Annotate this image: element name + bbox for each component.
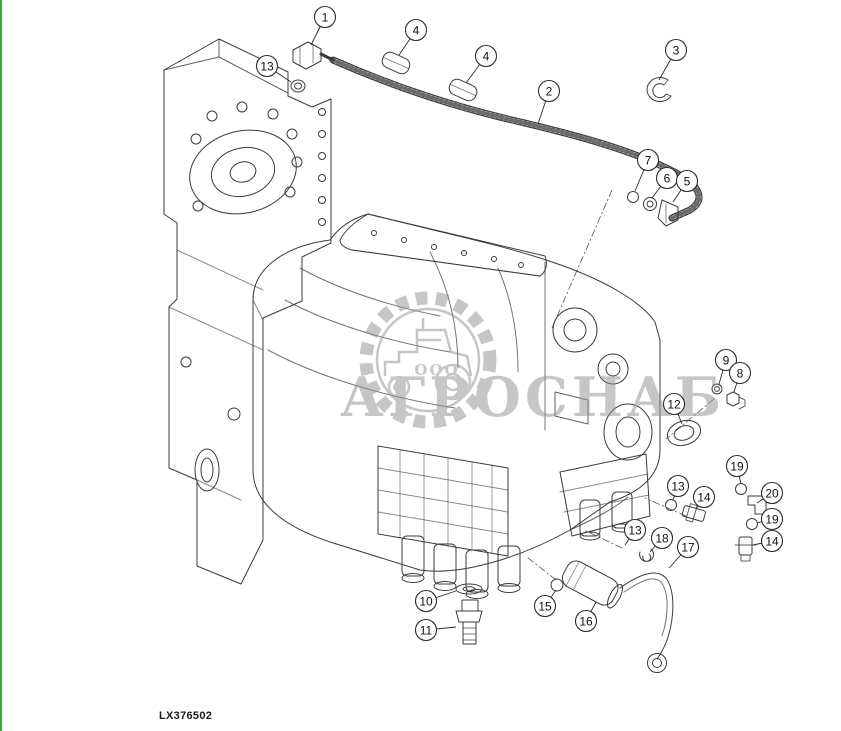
callout-circle	[692, 485, 716, 509]
callout-17[interactable]: 17	[668, 535, 700, 569]
callout-label: 8	[737, 366, 744, 380]
callout-label: 16	[579, 614, 593, 628]
callout-circle	[728, 361, 752, 385]
control-valve-assembly	[377, 445, 651, 599]
callout-label: 11	[420, 623, 433, 637]
callout-circle	[623, 518, 647, 542]
callout-circle	[537, 79, 561, 103]
o-ring	[290, 79, 306, 93]
callout-circle	[725, 454, 749, 478]
callout-label: 18	[655, 531, 669, 545]
callout-circle	[474, 44, 498, 68]
callout-4[interactable]: 4	[398, 18, 428, 56]
callout-9[interactable]: 9	[714, 348, 738, 385]
callout-6[interactable]: 6	[651, 166, 679, 199]
callout-circle	[636, 148, 660, 172]
callout-15[interactable]: 15	[533, 589, 557, 618]
callout-label: 4	[483, 49, 490, 63]
callout-20[interactable]: 20	[756, 481, 784, 505]
transmission-case	[252, 213, 661, 572]
callout-13[interactable]: 13	[255, 54, 292, 83]
callout-circle	[760, 481, 784, 505]
callout-label: 2	[546, 84, 553, 98]
callout-13[interactable]: 13	[623, 518, 647, 546]
callout-circle	[664, 38, 688, 62]
callout-7[interactable]: 7	[634, 148, 660, 192]
elbow-fitting	[292, 41, 335, 70]
callout-circle	[255, 54, 279, 78]
watermark: ООО АГРОСНАБ	[340, 291, 725, 429]
callout-circle	[675, 169, 699, 193]
callout-label: 14	[765, 534, 779, 548]
callout-16[interactable]: 16	[574, 601, 598, 633]
sensor-filter-parts	[455, 548, 674, 673]
filter-cartridge	[561, 560, 623, 609]
callout-label: 19	[765, 512, 779, 526]
callout-5[interactable]: 5	[672, 169, 699, 203]
callout-label: 1	[322, 10, 329, 24]
callout-label: 19	[730, 459, 744, 473]
callout-label: 13	[260, 59, 274, 73]
callout-label: 14	[697, 490, 711, 504]
callout-label: 17	[681, 540, 695, 554]
banjo-fitting-group	[627, 191, 679, 227]
callout-circle	[313, 5, 337, 29]
drawing-number-label: LX376502	[159, 710, 213, 722]
callout-label: 9	[723, 353, 730, 367]
straight-fitting	[681, 503, 706, 523]
watermark-name: АГРОСНАБ	[340, 365, 725, 429]
callout-19[interactable]: 19	[756, 507, 784, 531]
callout-label: 4	[413, 23, 420, 37]
callout-14[interactable]: 14	[692, 485, 716, 510]
callout-11[interactable]: 11	[414, 618, 457, 642]
watermark-prefix: ООО	[414, 361, 459, 379]
callout-label: 13	[671, 479, 685, 493]
callout-circle	[404, 18, 428, 42]
callout-label: 12	[667, 397, 681, 411]
callout-label: 5	[684, 174, 691, 188]
construction-lines	[527, 189, 715, 581]
callout-8[interactable]: 8	[728, 361, 752, 393]
callout-13[interactable]: 13	[666, 474, 690, 501]
callout-circle	[650, 526, 674, 550]
callout-circle	[662, 392, 686, 416]
callout-label: 7	[645, 153, 652, 167]
callout-circle	[760, 529, 784, 553]
callout-circle	[760, 507, 784, 531]
callout-1[interactable]: 1	[310, 5, 337, 46]
callout-circle	[414, 589, 438, 613]
callout-14[interactable]: 14	[752, 529, 784, 553]
callout-19[interactable]: 19	[725, 454, 749, 485]
callout-label: 3	[673, 43, 680, 57]
callout-circle	[574, 609, 598, 633]
clutch-housing	[163, 38, 332, 585]
callout-label: 20	[765, 486, 779, 500]
callout-circle	[666, 474, 690, 498]
callout-circle	[676, 535, 700, 559]
tractor-icon	[383, 318, 473, 401]
callout-label: 15	[538, 599, 552, 613]
callout-3[interactable]: 3	[658, 38, 688, 81]
gear-icon	[359, 291, 497, 429]
callout-label: 6	[664, 171, 671, 185]
callout-circle	[714, 348, 738, 372]
callout-label: 13	[628, 523, 642, 537]
hose-clamp	[381, 51, 411, 75]
callout-12[interactable]: 12	[662, 392, 686, 425]
callout-2[interactable]: 2	[537, 79, 561, 125]
callout-10[interactable]: 10	[414, 589, 457, 613]
callout-4[interactable]: 4	[465, 44, 498, 84]
left-accent-line	[0, 0, 2, 731]
gear-rim	[375, 307, 481, 413]
callout-circle	[533, 594, 557, 618]
callout-label: 10	[419, 594, 433, 608]
callout-18[interactable]: 18	[649, 526, 674, 553]
callout-circle	[414, 618, 438, 642]
